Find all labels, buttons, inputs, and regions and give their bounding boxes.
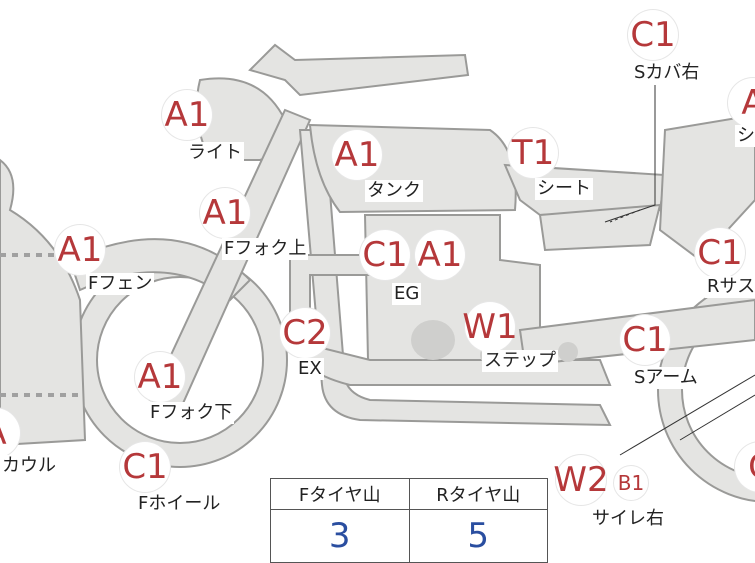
leader-s-cover-dash — [609, 209, 641, 223]
grade-eg-c: C1 — [360, 230, 410, 280]
rear-tire-header: Rタイヤ山 — [408, 478, 548, 510]
grade-f-fork-lower: A1 — [135, 352, 185, 402]
grade-eg-a: A1 — [415, 230, 465, 280]
label-cowl: カウル — [0, 455, 58, 477]
leader-side-right-2 — [679, 394, 755, 441]
grade-s-arm: C1 — [620, 315, 670, 365]
grade-side-right-w: W2 — [553, 455, 609, 505]
label-s-cover-right: Sカバ右 — [632, 62, 702, 84]
grade-seat: T1 — [508, 128, 558, 178]
grade-r-suspension: C1 — [695, 228, 745, 278]
grade-side-right-b: B1 — [614, 466, 648, 500]
cowl — [0, 158, 87, 447]
rear-wheel-inner — [659, 280, 755, 500]
leader-s-cover — [604, 85, 656, 223]
grade-step: W1 — [462, 302, 518, 352]
grade-f-fender: A1 — [55, 225, 105, 275]
step-peg-right — [558, 342, 578, 362]
side-cover — [538, 203, 662, 252]
grade-tank: A1 — [332, 130, 382, 180]
front-tire-value: 3 — [270, 509, 410, 563]
label-r-partial: シ — [735, 125, 755, 147]
tire-tread-table: Fタイヤ山 Rタイヤ山 3 5 — [270, 478, 548, 563]
grade-f-wheel: C1 — [120, 442, 170, 492]
label-ex: EX — [296, 358, 324, 380]
label-r-suspension: Rサス — [705, 276, 755, 298]
grade-rear-partial: C — [735, 442, 755, 492]
label-seat: シート — [535, 178, 593, 200]
grade-f-fork-upper: A1 — [200, 188, 250, 238]
grade-s-cover-right: C1 — [628, 10, 678, 60]
grade-light: A1 — [162, 90, 212, 140]
handlebar — [248, 43, 470, 97]
grade-cowl-partial: A — [0, 408, 20, 458]
label-step: ステップ — [482, 350, 558, 372]
leader-side-right — [619, 374, 755, 456]
label-f-wheel: Fホイール — [136, 493, 223, 515]
rear-tire-value: 5 — [408, 509, 548, 563]
label-eg: EG — [392, 283, 422, 305]
label-f-fork-upper: Fフォク上 — [222, 238, 309, 260]
front-tire-header: Fタイヤ山 — [270, 478, 410, 510]
engine-oval — [411, 320, 455, 360]
label-side-right: サイレ右 — [590, 508, 666, 530]
label-s-arm: Sアーム — [632, 367, 700, 389]
label-light: ライト — [186, 142, 244, 164]
grade-ex: C2 — [280, 308, 330, 358]
label-f-fender: Fフェン — [86, 273, 155, 295]
label-f-fork-lower: Fフォク下 — [148, 402, 235, 424]
label-tank: タンク — [365, 180, 423, 202]
